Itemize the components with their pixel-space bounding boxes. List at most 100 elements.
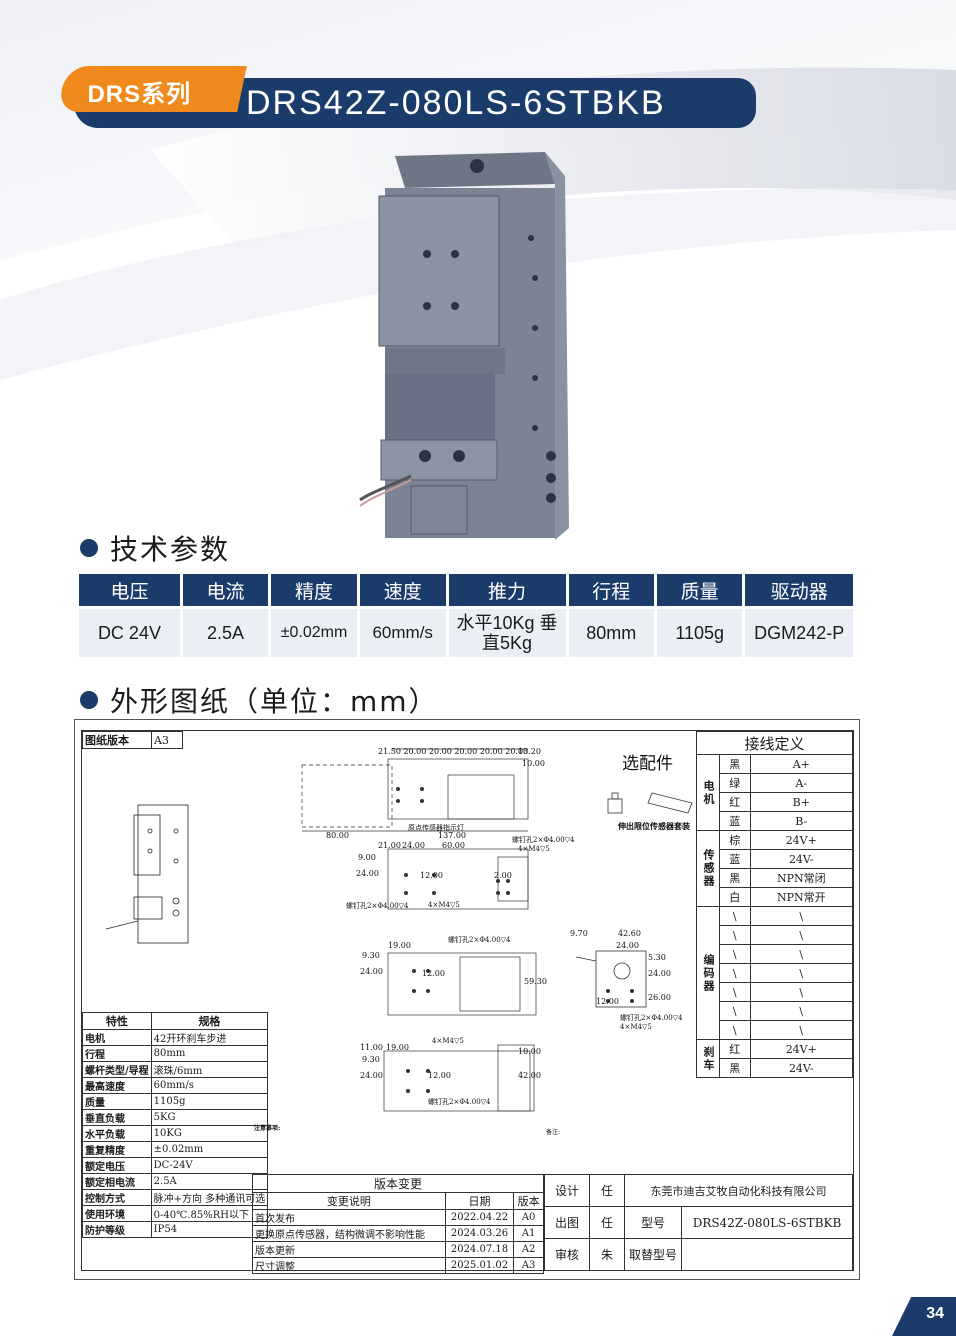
review-label: 审核 <box>544 1238 590 1271</box>
spec-value: 水平10Kg 垂直5Kg <box>448 609 566 657</box>
wiring-cell: A- <box>749 773 854 793</box>
notes-title: 注意事项: <box>254 1125 281 1132</box>
spec-value-row: DC 24V 2.5A ±0.02mm 60mm/s 水平10Kg 垂直5Kg … <box>79 609 853 657</box>
section-tech-params: 技术参数 <box>80 528 230 568</box>
wiring-cell: 红 <box>719 792 751 812</box>
review-by: 朱 <box>589 1238 625 1271</box>
revision-cell: A2 <box>513 1241 544 1258</box>
accessories-title: 选配件 <box>622 754 673 774</box>
spec-value: DGM242-P <box>745 609 853 657</box>
wiring-cell: \ <box>749 982 854 1002</box>
design-by: 任 <box>589 1174 625 1207</box>
dim-label: 9.00 <box>358 853 376 862</box>
wiring-cell: \ <box>749 963 854 983</box>
dim-label: 24.00 <box>648 969 671 978</box>
spec-value: 2.5A <box>182 609 269 657</box>
prop-value: ±0.02mm <box>150 1141 269 1158</box>
revision-cell: 更换原点传感器，结构微调不影响性能 <box>252 1225 446 1242</box>
wiring-group: 刹车 <box>696 1039 720 1078</box>
wiring-cell: \ <box>719 1020 751 1040</box>
product-image <box>359 152 569 540</box>
dim-label: 59.30 <box>524 977 547 986</box>
revision-cell: A1 <box>513 1225 544 1242</box>
wiring-cell: \ <box>719 925 751 945</box>
revision-cell: 2022.04.22 <box>444 1209 515 1226</box>
dim-label: 螺钉孔2×Φ4.00▽4 <box>448 936 511 944</box>
dim-label: 5.30 <box>648 953 666 962</box>
dim-label: 24.00 <box>356 869 379 878</box>
dim-label: 19.00 <box>386 1043 409 1052</box>
wiring-cell: 棕 <box>719 830 751 850</box>
dim-label: 螺钉孔2×Φ4.00▽4 <box>346 902 409 910</box>
title-block: 设计 任 东莞市迪吉艾牧自动化科技有限公司 出图 任 型号 DRS42Z-080… <box>544 1174 853 1271</box>
dim-label: 42.60 <box>618 929 641 938</box>
dim-label: 12.00 <box>428 1071 451 1080</box>
wiring-row: \\ <box>697 1020 854 1040</box>
wiring-cell: 黑 <box>719 754 751 774</box>
wiring-cell: \ <box>749 925 854 945</box>
design-label: 设计 <box>544 1174 590 1207</box>
spec-header: 电流 <box>182 574 269 606</box>
spec-header: 推力 <box>448 574 566 606</box>
revision-header: 变更说明 <box>252 1192 446 1210</box>
wiring-group: 电机 <box>696 754 720 831</box>
wiring-group: 编码器 <box>696 906 720 1040</box>
wiring-cell: \ <box>719 906 751 926</box>
dim-label: 12.00 <box>420 871 443 880</box>
section-drawing: 外形图纸（单位：mm） <box>80 680 439 720</box>
wiring-cell: \ <box>719 944 751 964</box>
spec-value: DC 24V <box>79 609 180 657</box>
wiring-cell: \ <box>719 982 751 1002</box>
revision-cell: 首次发布 <box>252 1209 446 1226</box>
bullet-icon <box>80 691 98 709</box>
spec-table: 电压 电流 精度 速度 推力 行程 质量 驱动器 DC 24V 2.5A ±0.… <box>76 571 856 660</box>
prop-name: 螺杆类型/导程 <box>82 1061 152 1078</box>
wiring-row: \\ <box>697 944 854 964</box>
prop-name: 最高速度 <box>82 1077 152 1094</box>
prop-value: 80mm <box>150 1045 269 1062</box>
dim-label: 原点传感器指示灯 <box>408 824 464 832</box>
props-row: 螺杆类型/导程滚珠/6mm <box>82 1061 269 1078</box>
wiring-cell: B- <box>749 811 854 831</box>
replace-label: 取替型号 <box>624 1238 682 1271</box>
dim-label: 4×M4▽5 <box>620 1023 652 1031</box>
accessories-caption: 伸出限位传感器套装 <box>618 821 690 831</box>
wiring-title: 接线定义 <box>696 731 853 755</box>
wiring-cell: 黑 <box>719 1058 751 1078</box>
wiring-cell: \ <box>749 1001 854 1021</box>
page-number: 34 <box>926 1305 944 1322</box>
sensor-kit-drawing <box>607 792 693 814</box>
series-badge: DRS系列 <box>57 66 247 112</box>
prop-value: IP54 <box>150 1221 269 1238</box>
prop-value: 60mm/s <box>150 1077 269 1094</box>
wiring-group: 传感器 <box>696 830 720 907</box>
model-value: DRS42Z-080LS-6STBKB <box>681 1206 853 1239</box>
spec-header: 驱动器 <box>745 574 853 606</box>
wiring-cell: \ <box>719 1001 751 1021</box>
technical-drawing: 图纸版本 A3 21.50 20.00 20.00 <box>74 719 860 1280</box>
wiring-cell: 24V- <box>749 1058 854 1078</box>
revision-cell: A0 <box>513 1209 544 1226</box>
revision-cell: A3 <box>513 1257 544 1274</box>
spec-header: 质量 <box>656 574 743 606</box>
dim-label: 13.20 <box>518 747 541 756</box>
dim-label: 42.00 <box>518 1071 541 1080</box>
dim-label: 9.30 <box>362 951 380 960</box>
dim-label: 137.00 <box>438 831 466 840</box>
company-name: 东莞市迪吉艾牧自动化科技有限公司 <box>624 1174 853 1207</box>
dim-label: 4×M4▽5 <box>428 901 460 909</box>
